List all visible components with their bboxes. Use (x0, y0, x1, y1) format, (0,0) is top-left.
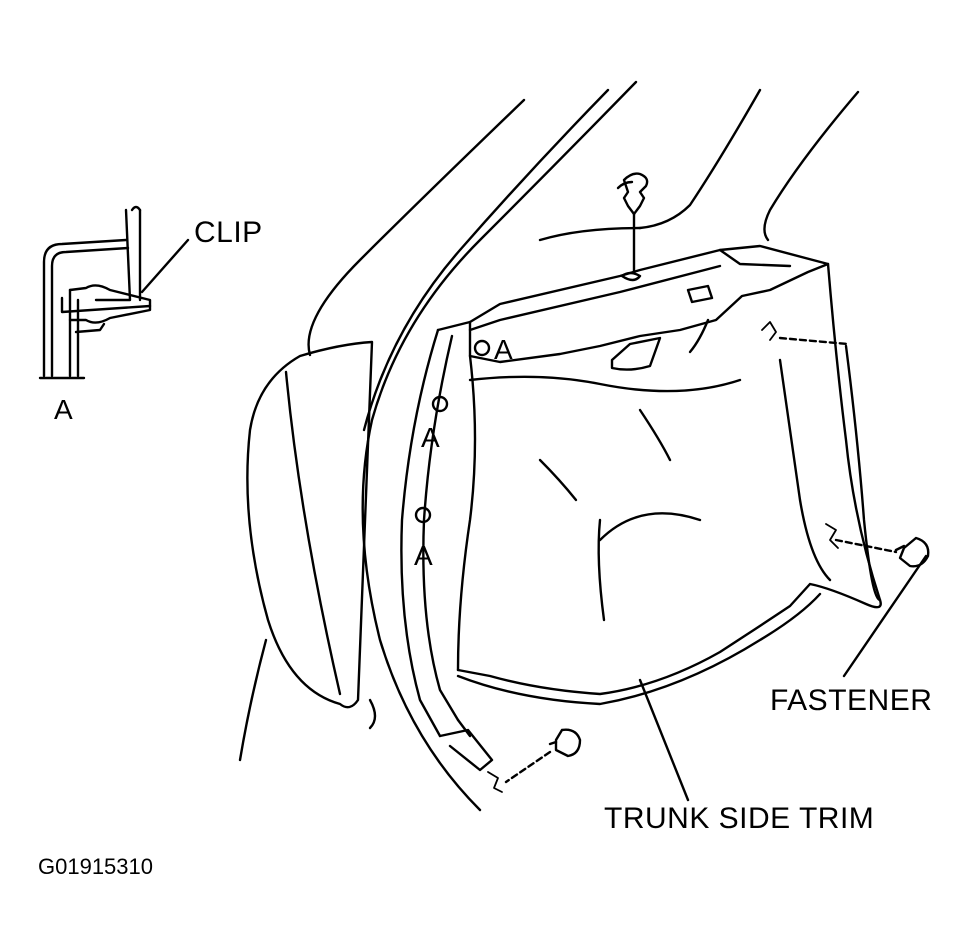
top-fastener (616, 172, 649, 282)
clip-detail-ref-label: A (54, 394, 73, 425)
bottom-fastener (487, 728, 582, 793)
clip-point-label-3: A (414, 540, 433, 571)
tail-lamp (238, 340, 377, 762)
clip-location-markers (414, 339, 491, 524)
clip-detail (38, 205, 190, 380)
trunk-side-trim-label: TRUNK SIDE TRIM (604, 802, 875, 835)
clip-point-label-2: A (421, 422, 440, 453)
body-panel (307, 80, 860, 812)
clip-point-label-1: A (494, 334, 513, 365)
right-fastener (761, 321, 930, 678)
fastener-label: FASTENER (770, 684, 933, 717)
trunk-side-trim-panel (400, 244, 882, 772)
figure-id-label: G01915310 (38, 854, 153, 879)
leader-lines (638, 678, 690, 802)
clip-label: CLIP (194, 216, 263, 249)
